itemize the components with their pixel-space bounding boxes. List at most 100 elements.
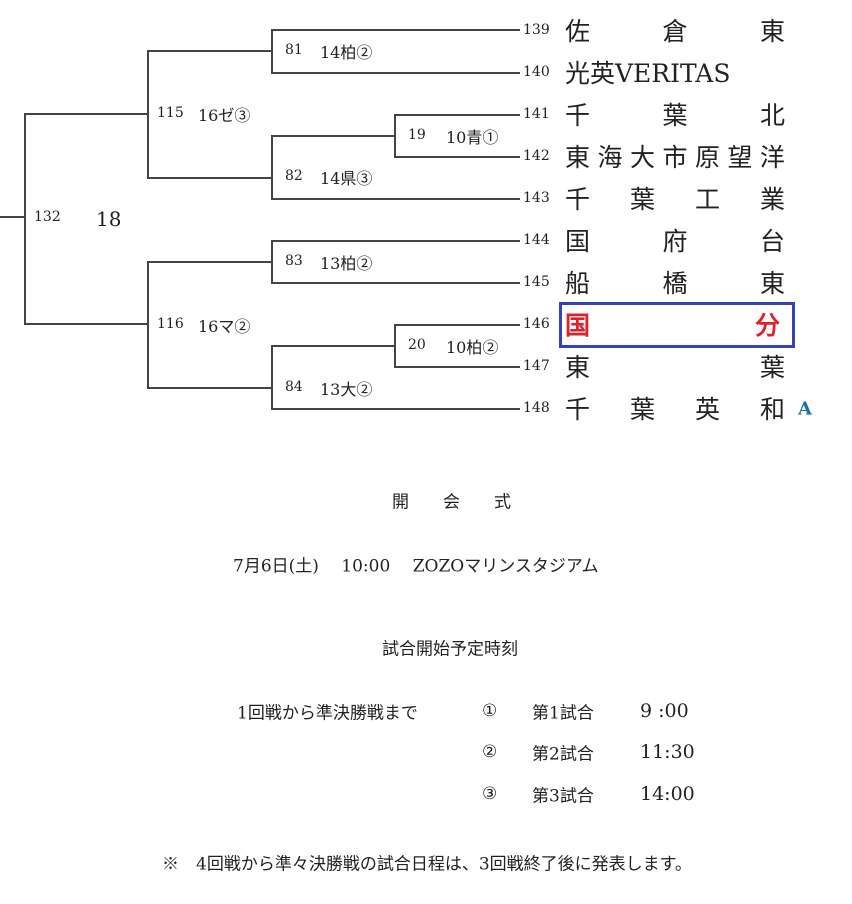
team-name-char: 東 <box>565 143 591 172</box>
team-number: 143 <box>523 190 550 206</box>
team-name: 千葉工業 <box>565 180 785 216</box>
team-line <box>271 240 520 242</box>
team-number: 140 <box>523 64 550 80</box>
game-name: 第1試合 <box>532 703 594 724</box>
match-number: 82 <box>285 168 303 184</box>
team-name-char: 佐 <box>565 17 591 46</box>
ceremony-title: 開 会 式 <box>392 492 511 513</box>
game-time: 9 :00 <box>640 700 689 722</box>
team-name-char: 国 <box>565 311 591 340</box>
team-name-char: 国 <box>565 227 591 256</box>
team-number: 139 <box>523 22 550 38</box>
match-date: 10柏② <box>446 338 499 357</box>
team-name-char: 大 <box>629 143 655 172</box>
team-number: 147 <box>523 358 550 374</box>
team-name-char: 橋 <box>662 269 688 298</box>
team-name-char: 千 <box>565 185 591 214</box>
team-name-char: 和 <box>759 395 785 424</box>
team-line <box>271 198 520 200</box>
game-name: 第3試合 <box>532 786 594 807</box>
bracket-line <box>271 135 273 200</box>
bracket-line <box>147 261 149 389</box>
game-name: 第2試合 <box>532 744 594 765</box>
team-name-char: 葉 <box>629 185 655 214</box>
team-name-char: 北 <box>759 101 785 130</box>
team-name: 佐倉東 <box>565 12 785 48</box>
team-name-char: 業 <box>759 185 785 214</box>
bracket-line <box>147 261 273 263</box>
bracket-line <box>24 323 149 325</box>
team-mark: A <box>798 398 812 420</box>
bracket-line <box>271 345 396 347</box>
match-number: 81 <box>285 42 303 58</box>
team-name-char: 千 <box>565 101 591 130</box>
match-number: 84 <box>285 379 303 395</box>
team-name-char: 府 <box>662 227 688 256</box>
team-name-char: 原 <box>694 143 720 172</box>
team-name-char: 英 <box>694 395 720 424</box>
team-line <box>271 282 520 284</box>
team-number: 146 <box>523 316 550 332</box>
game-mark: ② <box>482 742 498 762</box>
match-number: 116 <box>157 316 184 332</box>
team-line <box>271 408 520 410</box>
team-name-char: 市 <box>662 143 688 172</box>
team-number: 145 <box>523 274 550 290</box>
match-date: 13柏② <box>320 254 373 273</box>
team-name-char: 分 <box>754 311 780 340</box>
team-line <box>394 366 520 368</box>
schedule-title: 試合開始予定時刻 <box>382 639 518 660</box>
bracket-line <box>147 50 149 179</box>
match-date: 14柏② <box>320 43 373 62</box>
team-line <box>271 29 520 31</box>
team-name-char: 東 <box>565 353 591 382</box>
team-name: 国府台 <box>565 222 785 258</box>
team-number: 142 <box>523 148 550 164</box>
team-name: 国分 <box>565 306 780 342</box>
match-number: 20 <box>408 337 426 353</box>
game-mark: ① <box>482 701 498 721</box>
team-name: 東海大市原望洋 <box>565 138 785 174</box>
team-name-char: 望 <box>727 143 753 172</box>
team-line <box>394 156 520 158</box>
team-number: 148 <box>523 400 550 416</box>
schedule-note: ※ 4回戦から準々決勝戦の試合日程は、3回戦終了後に発表します。 <box>162 854 692 875</box>
team-name: 千葉北 <box>565 96 785 132</box>
bracket-line <box>271 135 396 137</box>
team-name-char: 葉 <box>629 395 655 424</box>
team-line <box>271 72 520 74</box>
bracket-line <box>147 387 273 389</box>
team-name-char: 洋 <box>759 143 785 172</box>
team-name-char: 東 <box>759 269 785 298</box>
team-name-char: 台 <box>759 227 785 256</box>
team-name-char: 葉 <box>662 101 688 130</box>
match-date: 14県③ <box>320 169 373 188</box>
game-time: 14:00 <box>640 783 695 805</box>
bracket-line <box>394 114 396 158</box>
game-mark: ③ <box>482 784 498 804</box>
team-number: 141 <box>523 106 550 122</box>
bracket-line <box>271 240 273 284</box>
match-number: 19 <box>408 127 426 143</box>
team-name-char: 工 <box>694 185 720 214</box>
match-date: 18 <box>96 207 122 231</box>
schedule-scope: 1回戦から準決勝戦まで <box>237 703 418 724</box>
team-line <box>394 114 520 116</box>
team-number: 144 <box>523 232 550 248</box>
team-name-char: 船 <box>565 269 591 298</box>
ceremony-detail: 7月6日(土) 10:00 ZOZOマリンスタジアム <box>233 556 599 577</box>
team-name: 船橋東 <box>565 264 785 300</box>
match-date: 10青① <box>446 128 499 147</box>
team-name-char: 千 <box>565 395 591 424</box>
team-name: 光英VERITAS <box>565 59 731 88</box>
bracket-line <box>0 216 26 218</box>
bracket-line <box>147 50 273 52</box>
bracket-line <box>24 113 149 115</box>
bracket-line <box>271 29 273 74</box>
match-number: 83 <box>285 253 303 269</box>
bracket-line <box>394 324 396 368</box>
highlight-box <box>559 302 795 348</box>
match-date: 16ゼ③ <box>198 106 251 125</box>
team-name-char: 葉 <box>759 353 785 382</box>
